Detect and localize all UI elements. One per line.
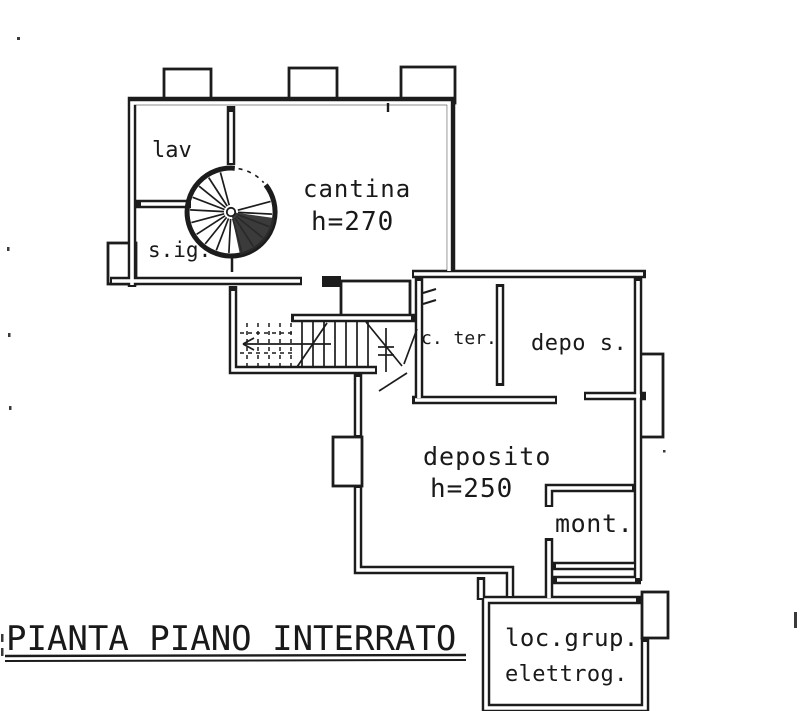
scan-specks [1, 37, 797, 656]
room-height-deposito: h=250 [430, 474, 513, 504]
stair-cut-line [403, 328, 418, 365]
room-label-sig: s.ig. [148, 238, 211, 262]
cter-door-mark [422, 298, 437, 306]
scan-speck [1, 634, 4, 642]
scan-speck [17, 37, 20, 40]
spiral-dark-wedge [231, 212, 275, 255]
title-underline [4, 653, 467, 658]
plan-title: PIANTA PIANO INTERRATO [6, 619, 456, 659]
title-underline [4, 659, 467, 662]
spiral-staircase [184, 165, 278, 272]
room-label-deposito: deposito [423, 442, 551, 471]
stair-cut-line [296, 322, 328, 368]
room-label-depos: depo s. [531, 331, 627, 356]
door-marks [322, 103, 437, 306]
stair-cut-line [365, 321, 403, 367]
room-label-cter: c. ter. [421, 328, 497, 349]
plan-title-block: PIANTA PIANO INTERRATO [4, 619, 467, 662]
scan-speck [7, 247, 10, 251]
locgrup-right-bump [640, 590, 670, 640]
wall-lines-white [112, 101, 647, 710]
straight-staircase [240, 321, 418, 392]
spiral-center-post [225, 206, 237, 218]
room-label-cantina: cantina [303, 175, 411, 203]
door-swing-line [378, 372, 408, 392]
room-label-mont: mont. [555, 509, 633, 538]
room-label-lav: lav [152, 138, 192, 163]
cter-door-mark [422, 287, 437, 295]
deposito-left-bump [331, 435, 364, 488]
room-label-locgrup-line2: elettrog. [505, 662, 628, 687]
stair-landing-box [339, 279, 412, 318]
scan-speck [663, 450, 666, 453]
room-label-locgrup-line1: loc.grup. [505, 624, 639, 652]
scan-speck [1, 648, 4, 656]
scan-edge-dash [794, 612, 797, 628]
scan-speck [9, 406, 12, 410]
room-labels: lav s.ig. cantina h=270 c. ter. depo s. … [148, 138, 639, 687]
scan-speck [8, 333, 11, 337]
room-height-cantina: h=270 [311, 207, 394, 237]
stair-direction-arrow [242, 337, 331, 351]
door-jamb-block [322, 276, 341, 287]
